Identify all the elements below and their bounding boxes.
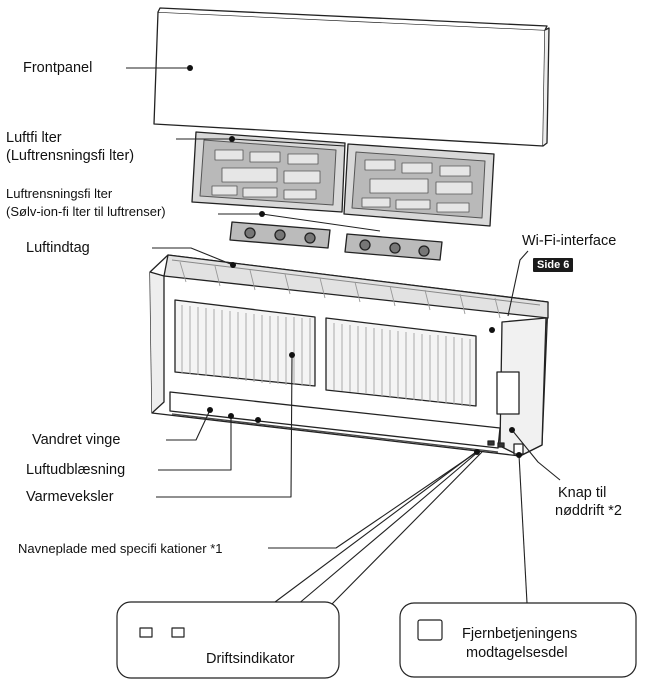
label-fjernbetjeningens: Fjernbetjeningens	[462, 626, 578, 642]
indoor-unit-body-illustration	[149, 254, 549, 457]
label-frontpanel: Frontpanel	[23, 60, 93, 76]
label-knap-til: Knap til	[558, 485, 607, 501]
callout-indicator-icons	[139, 619, 443, 641]
front-panel-illustration	[153, 7, 550, 147]
label-wifi-interface: Wi-Fi-interface	[522, 233, 617, 249]
air-intake-grille-illustration	[179, 261, 501, 319]
label-noddrift: nøddrift *2	[555, 503, 622, 519]
label-luftrensningsfilter: Luftrensningsfi lter	[6, 186, 113, 201]
heat-exchanger-grille-illustration	[181, 305, 471, 407]
indicator-callout-box	[116, 601, 340, 679]
label-luftudblaesning: Luftudblæsning	[26, 462, 126, 478]
label-navneplade: Navneplade med specifi kationer *1	[18, 541, 223, 556]
label-driftsindikator: Driftsindikator	[206, 651, 295, 667]
label-luftfilter: Luftfi lter	[6, 130, 62, 146]
air-filter-right-illustration	[343, 143, 495, 227]
label-solv-ion-filter: (Sølv-ion-fi lter til luftrenser)	[6, 204, 166, 219]
silver-ion-filter-right-illustration	[344, 233, 443, 261]
label-luftfilter-sub: (Luftrensningsfi lter)	[6, 148, 135, 164]
receiver-callout-box	[399, 602, 637, 678]
label-vandret-vinge: Vandret vinge	[32, 432, 121, 448]
page-ref-badge: Side 6	[533, 258, 574, 272]
leader-dots	[143, 65, 522, 643]
label-luftindtag: Luftindtag	[26, 240, 90, 256]
label-varmeveksler: Varmeveksler	[26, 489, 114, 505]
silver-ion-filter-left-illustration	[229, 221, 331, 249]
label-modtagelsesdel: modtagelsesdel	[466, 645, 568, 661]
air-filter-left-illustration	[191, 131, 346, 213]
